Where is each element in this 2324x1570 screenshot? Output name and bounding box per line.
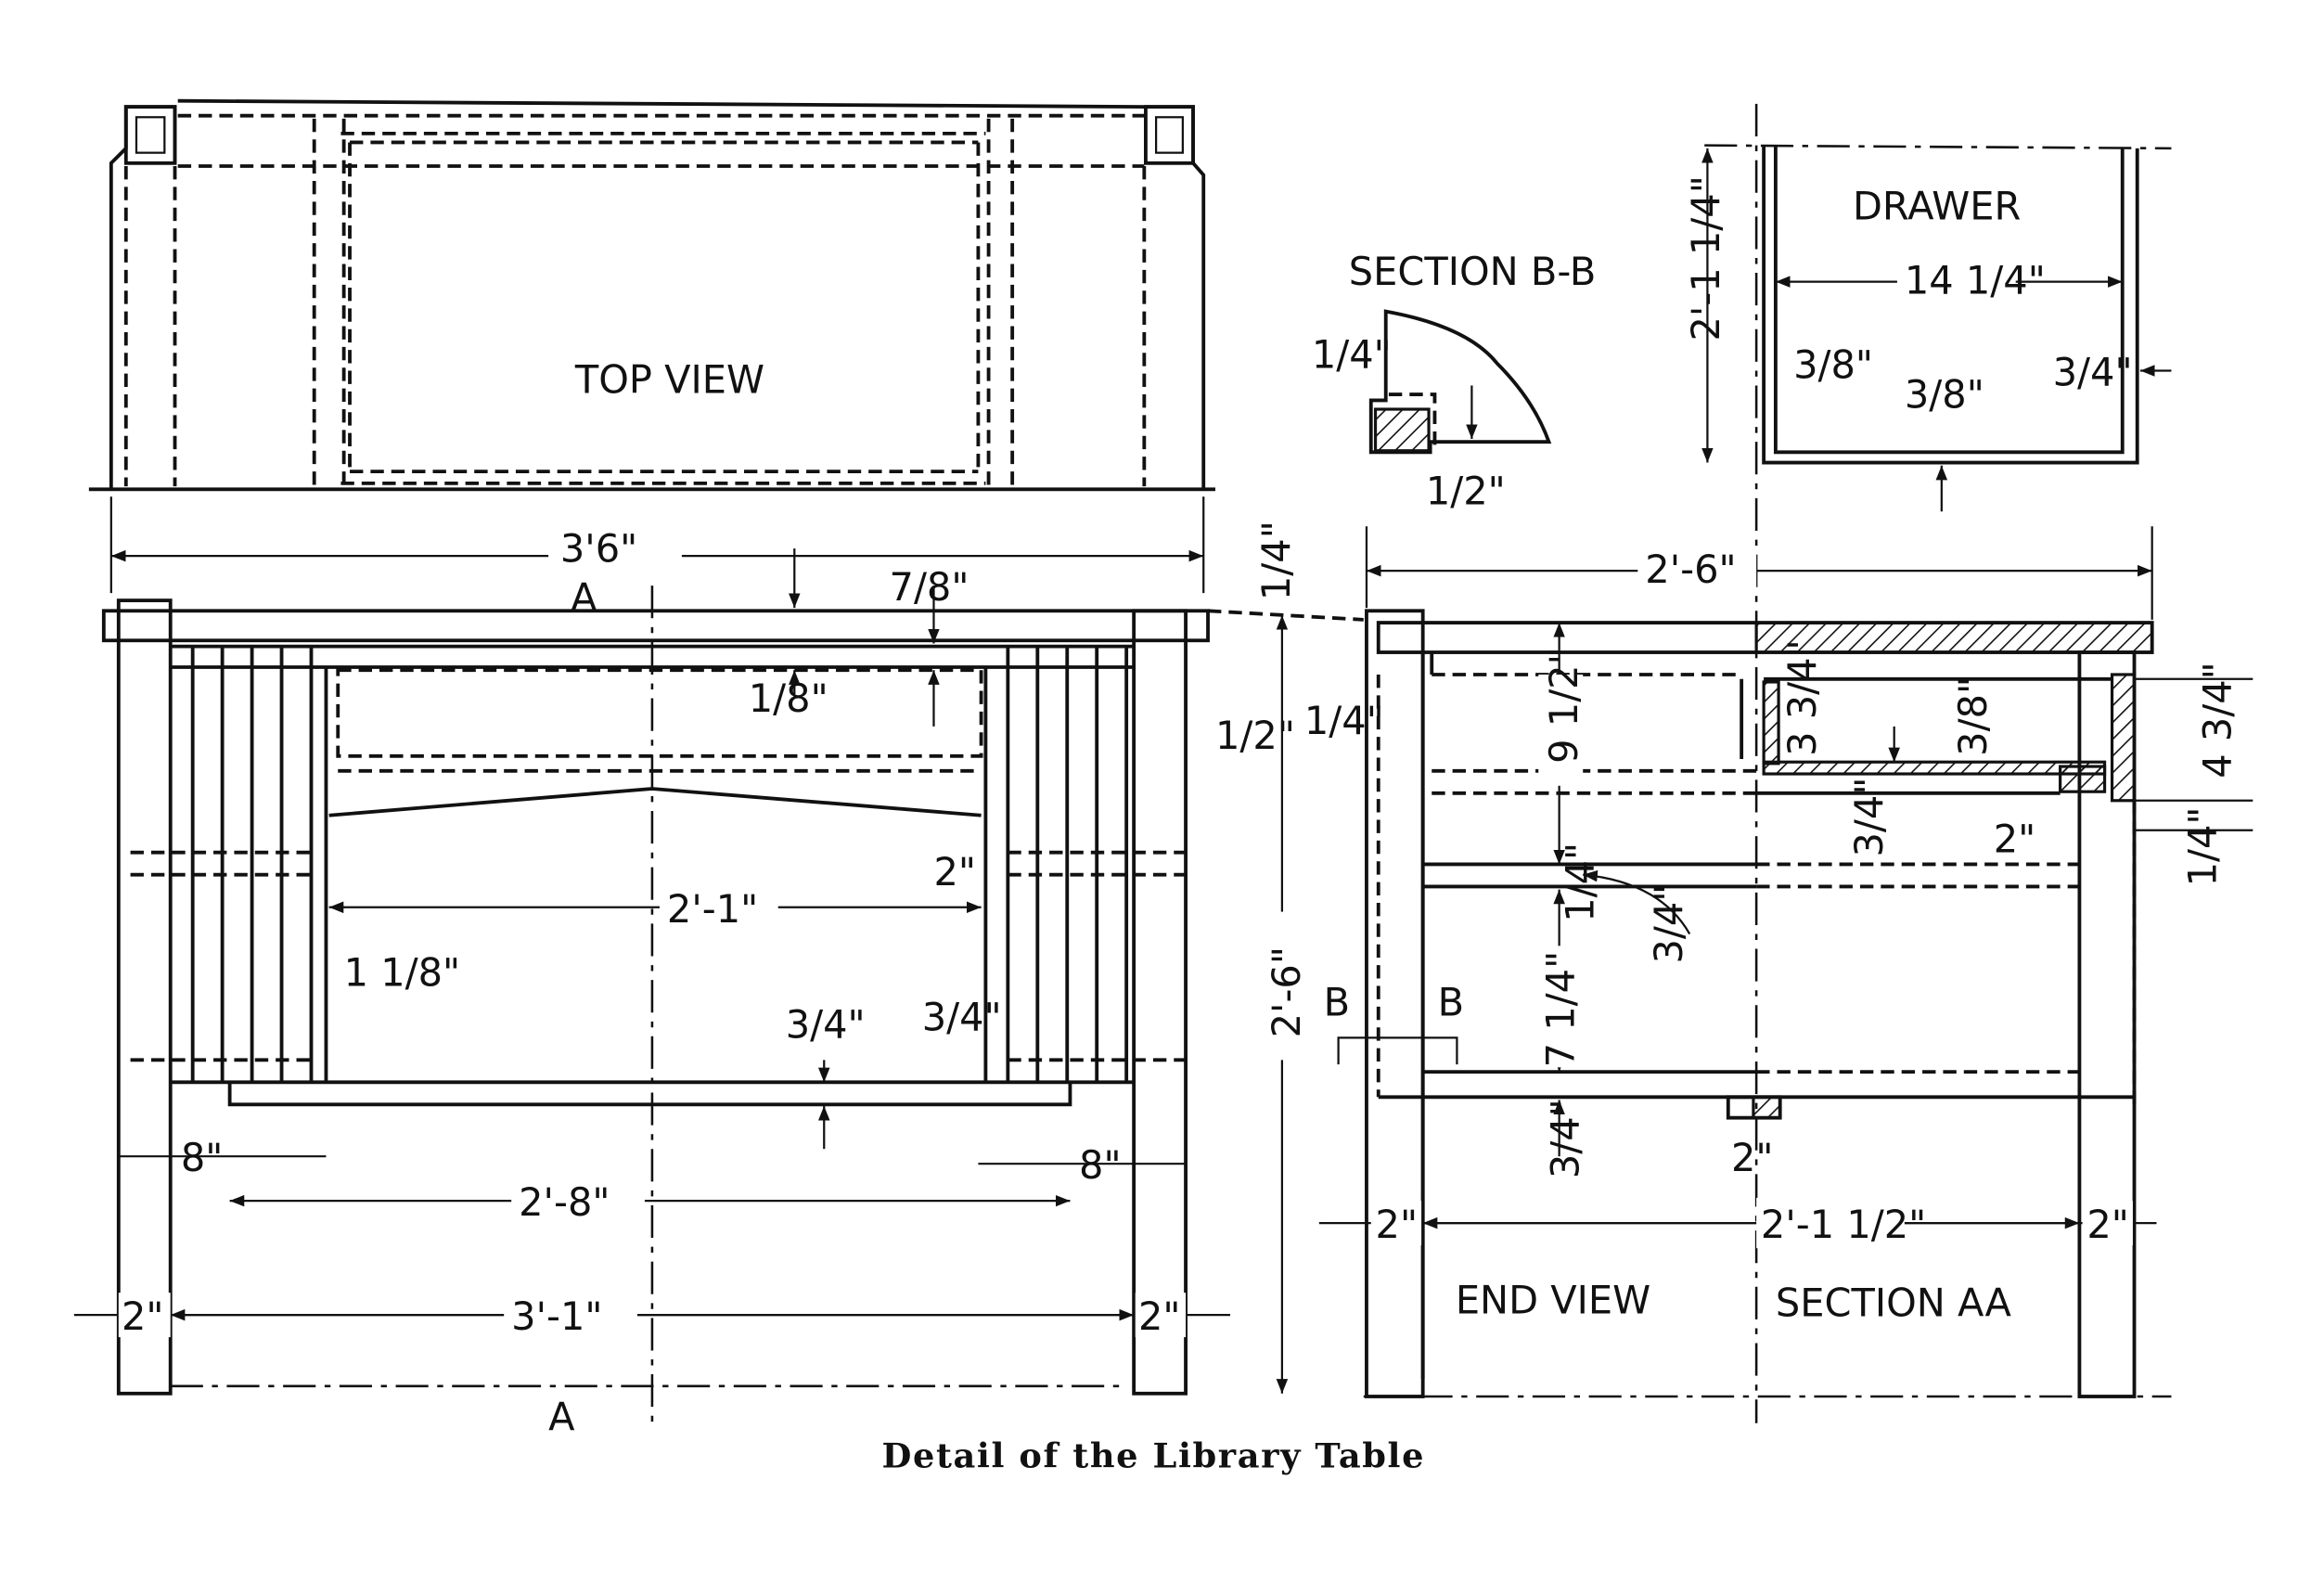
dim-front-leg-right: 2" — [1138, 1293, 1181, 1339]
dim-front-overall-width: 3'6" — [560, 526, 637, 572]
height-dimension: 2'-6" 1/4" — [1207, 521, 1364, 1394]
front-view: 3'6" A A 7/8" 1/8" 1/2" 2'-1" 2" 1 1/8" … — [73, 496, 1295, 1440]
dim-end-rail-label: 3/4" — [1646, 884, 1691, 964]
section-marker-b-right: B — [1438, 979, 1464, 1024]
dim-front-leg-left: 2" — [122, 1293, 164, 1339]
dim-front-slat: 1 1/8" — [344, 949, 461, 995]
end-view-label: END VIEW — [1456, 1278, 1650, 1323]
dim-aa-front-height: 4 3/4" — [2194, 662, 2240, 779]
dim-end-leg-left: 2" — [1376, 1202, 1419, 1247]
dim-front-rail-gap: 1/8" — [749, 676, 828, 721]
dim-bb-top: 1/4" — [1312, 331, 1392, 377]
dim-height-overall: 2'-6" — [1264, 946, 1309, 1037]
section-marker-a-top: A — [571, 574, 597, 620]
dim-aa-guide: 2" — [1994, 817, 2036, 862]
end-view: 2'-6" 1/4" 9 1/2" 1/4" 3/4" 7 1/4" 3/4" … — [1304, 526, 2253, 1398]
dim-end-rail: 1/4" — [1557, 843, 1602, 922]
dim-aa-cleat: 2" — [1731, 1135, 1774, 1180]
dim-drawer-side-left: 3/8" — [1793, 341, 1873, 387]
dim-end-inner: 2'-1 1/2" — [1761, 1202, 1926, 1247]
dim-front-slat-thickness: 3/4" — [922, 994, 1002, 1039]
dim-end-overall-width: 2'-6" — [1645, 547, 1736, 592]
dim-end-leg-right: 2" — [2086, 1202, 2129, 1247]
dim-aa-runner: 3/4" — [1846, 778, 1892, 857]
dim-front-rail-2: 2" — [933, 849, 976, 894]
dim-aa-drawer-side: 3 3/4" — [1779, 639, 1825, 756]
dim-bb-bottom: 1/2" — [1426, 468, 1506, 513]
dim-drawer-side-right: 3/4" — [2053, 349, 2133, 394]
section-bb-label: SECTION B-B — [1349, 249, 1597, 294]
dim-aa-front-gap: 1/4" — [2179, 807, 2225, 887]
dim-front-between-legs: 3'-1" — [511, 1293, 602, 1339]
dim-end-shelf: 3/4" — [1542, 1099, 1587, 1178]
top-view-label: TOP VIEW — [574, 356, 764, 402]
section-marker-a-bottom: A — [548, 1395, 575, 1440]
dim-end-side-thickness: 1/4" — [1304, 698, 1384, 743]
dim-top-overhang: 1/4" — [1253, 521, 1299, 600]
dim-front-top-thickness: 7/8" — [890, 564, 969, 610]
dim-front-inner-width: 2'-1" — [667, 886, 758, 932]
dim-end-apron-height: 9 1/2" — [1541, 647, 1586, 764]
dim-front-leg-offset: 1/2" — [1215, 713, 1295, 758]
dim-front-shelf-width: 2'-8" — [519, 1179, 610, 1225]
dim-drawer-height: 2'-1 1/4" — [1683, 175, 1728, 341]
drawing-caption: Detail of the Library Table — [882, 1436, 1426, 1476]
dim-aa-bottom: 3/8" — [1950, 676, 1996, 756]
dim-drawer-bottom: 3/8" — [1905, 371, 1984, 417]
section-marker-b-left: B — [1324, 979, 1350, 1024]
section-aa-label: SECTION AA — [1776, 1280, 2012, 1326]
dim-front-shelf-thickness: 3/4" — [786, 1001, 866, 1047]
drawer-label: DRAWER — [1853, 184, 2021, 229]
top-view: TOP VIEW — [88, 98, 1216, 492]
dim-front-right-8: 8" — [1079, 1142, 1122, 1188]
dim-front-left-8: 8" — [181, 1135, 224, 1180]
section-bb: SECTION B-B 1/4" 1/2" — [1312, 249, 1597, 513]
dim-drawer-length: 14 1/4" — [1905, 257, 2046, 302]
dim-end-lower: 7 1/4" — [1538, 951, 1584, 1068]
